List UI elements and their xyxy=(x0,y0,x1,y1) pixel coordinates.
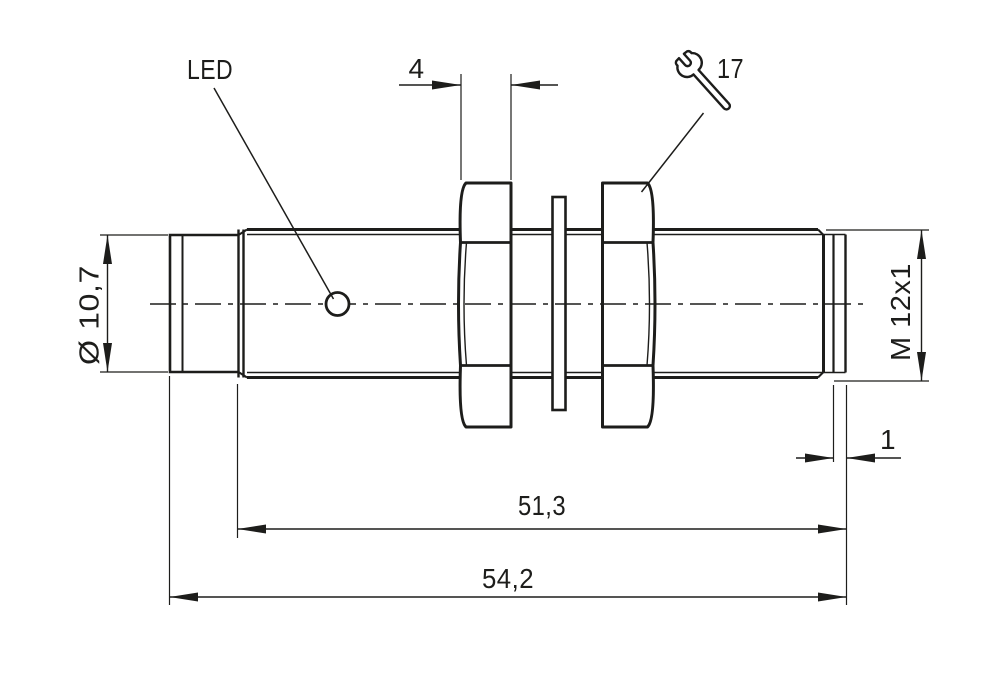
arrowhead xyxy=(103,343,112,372)
led-leader-line xyxy=(213,87,335,300)
hex-nut-left xyxy=(457,181,513,429)
dim-thread-spec: M 12x1 xyxy=(826,229,929,382)
dim-thread-length: 51,3 xyxy=(236,384,847,538)
wrench-icon xyxy=(674,49,732,111)
wrench-leader-line xyxy=(640,112,705,193)
led-label: LED xyxy=(187,54,233,85)
dim-housing-diameter: Ø 10,7 xyxy=(74,234,168,373)
led-callout: LED xyxy=(187,54,351,317)
arrowhead xyxy=(818,592,847,602)
washer xyxy=(551,195,567,412)
connector-end xyxy=(168,233,238,374)
arrowhead xyxy=(237,524,266,534)
dim-label-nut-width: 4 xyxy=(408,53,424,84)
dim-nut-width: 4 xyxy=(399,53,558,180)
wrench-callout: 17 xyxy=(640,49,744,193)
arrowhead xyxy=(846,453,875,463)
dim-label-housing-diameter: Ø 10,7 xyxy=(74,265,105,365)
dim-label-overall-length: 54,2 xyxy=(482,563,534,594)
arrowhead xyxy=(917,230,926,259)
dim-label-end-gap: 1 xyxy=(880,424,896,455)
threaded-barrel xyxy=(247,228,846,379)
arrowhead xyxy=(917,352,926,381)
hex-nut-right xyxy=(601,181,657,429)
arrowhead xyxy=(805,453,834,463)
sensor-housing xyxy=(168,181,847,429)
housing-shoulder xyxy=(237,228,248,379)
dim-label-thread-length: 51,3 xyxy=(518,490,566,521)
dim-label-thread-spec: M 12x1 xyxy=(885,263,916,361)
cable-end-cap xyxy=(817,228,847,379)
arrowhead xyxy=(103,235,112,264)
arrowhead xyxy=(169,592,198,602)
arrowhead xyxy=(432,80,461,90)
dim-overall-length: 54,2 xyxy=(168,376,847,605)
arrowhead xyxy=(818,524,847,534)
arrowhead xyxy=(511,80,540,90)
led-window xyxy=(324,291,351,317)
dim-end-gap: 1 xyxy=(796,385,901,605)
wrench-size-label: 17 xyxy=(717,53,744,84)
